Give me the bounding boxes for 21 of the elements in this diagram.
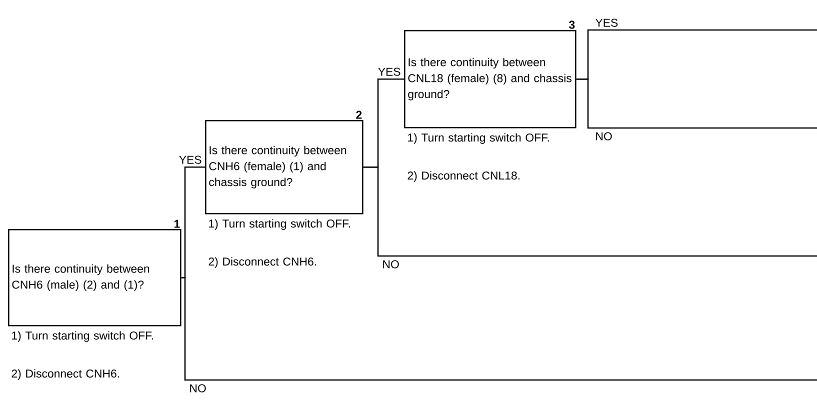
- question-box: Is there continuity between CNH6 (male) (2) and (1)?: [8, 229, 182, 326]
- instruction-text: 1) Turn starting switch OFF.: [209, 219, 350, 230]
- connector-line: [576, 78, 817, 129]
- instruction-text: 1) Turn starting switch OFF.: [12, 331, 153, 342]
- step-number: 3: [569, 20, 575, 29]
- edge-label: NO: [381, 259, 400, 270]
- edge-label: NO: [188, 383, 208, 394]
- step-number: 2: [356, 110, 362, 119]
- edge-label: YES: [178, 154, 203, 165]
- edge-label: YES: [376, 66, 402, 77]
- instruction-text: 2) Disconnect CNH6.: [12, 369, 120, 380]
- instruction-text: 2) Disconnect CNH6.: [208, 257, 316, 268]
- step-number: 1: [174, 220, 180, 228]
- instruction-text: 1) Turn starting switch OFF.: [408, 133, 549, 144]
- connector-line: [363, 166, 817, 257]
- instruction-text: 2) Disconnect CNL18.: [408, 171, 520, 182]
- edge-label: NO: [594, 131, 614, 142]
- connector-line: [180, 277, 817, 381]
- question-box: Is there continuity between CNL18 (female) (8) and chassis ground?: [404, 30, 576, 128]
- question-box: Is there continuity between CNH6 (female) (1) and chassis ground?: [205, 120, 364, 214]
- edge-label: YES: [594, 18, 620, 28]
